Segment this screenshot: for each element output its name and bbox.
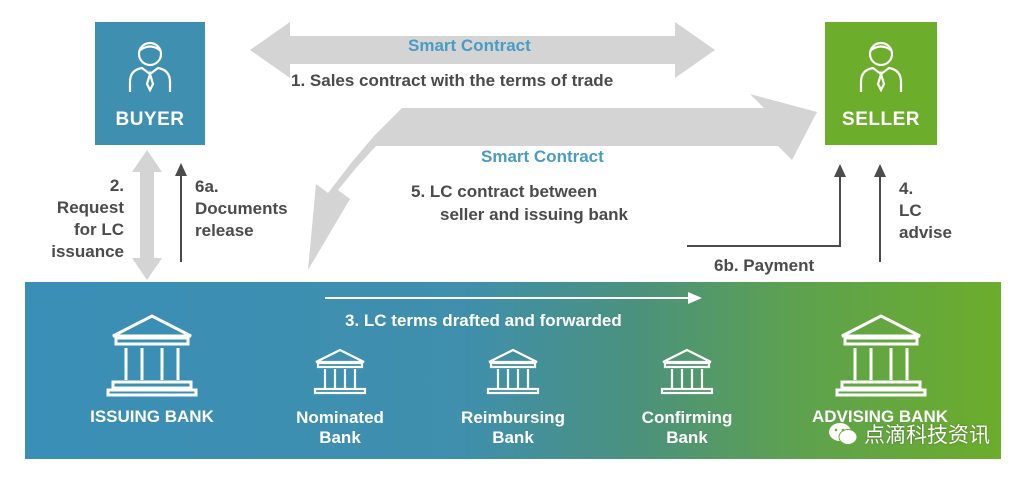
- seller-box: SELLER: [825, 22, 937, 145]
- payment-arrow: [687, 175, 841, 247]
- nominated-bank-label: Nominated Bank: [296, 408, 384, 447]
- buyer-label: BUYER: [115, 109, 185, 130]
- request-arrow: [132, 150, 162, 280]
- issuing-bank-label: ISSUING BANK: [90, 407, 214, 426]
- step3-label: 3. LC terms drafted and forwarded: [345, 311, 622, 330]
- smart-contract-top-label: Smart Contract: [408, 36, 531, 55]
- bank-icon-issuing: [106, 314, 198, 397]
- step5-line2: seller and issuing bank: [440, 205, 629, 224]
- step6a-label: 6a. Documents release: [195, 177, 288, 240]
- documents-arrow-head: [175, 163, 187, 176]
- bank-icon-confirming: [660, 348, 714, 395]
- bank-icon-nominated: [313, 348, 367, 395]
- step2-label: 2. Request for LC issuance: [51, 176, 124, 261]
- smart-contract-mid-label: Smart Contract: [481, 147, 604, 166]
- step1-label: 1. Sales contract with the terms of trad…: [291, 71, 614, 90]
- step6b-label: 6b. Payment: [714, 256, 815, 275]
- step4-label: 4. LC advise: [899, 179, 952, 242]
- forward-arrow-head: [688, 292, 702, 304]
- bank-icon-advising: [835, 314, 927, 397]
- advising-bank-label: ADVISING BANK: [811, 407, 948, 426]
- wechat-icon: [829, 423, 858, 445]
- advise-arrow-head: [874, 164, 886, 177]
- step5-line1: 5. LC contract between: [411, 182, 598, 201]
- bank-icon-reimbursing: [486, 348, 540, 395]
- reimbursing-bank-label: Reimbursing Bank: [461, 408, 565, 447]
- watermark-text: 点滴科技资讯: [864, 424, 990, 447]
- seller-label: SELLER: [842, 109, 920, 130]
- confirming-bank-label: Confirming Bank: [641, 408, 733, 447]
- person-icon: [128, 41, 172, 93]
- smart-contract-arrow-top: [250, 22, 715, 78]
- buyer-box: BUYER: [95, 22, 205, 145]
- person-icon: [859, 41, 903, 93]
- smart-contract-arrow-diagonal: [308, 94, 817, 270]
- watermark: 点滴科技资讯: [828, 419, 990, 449]
